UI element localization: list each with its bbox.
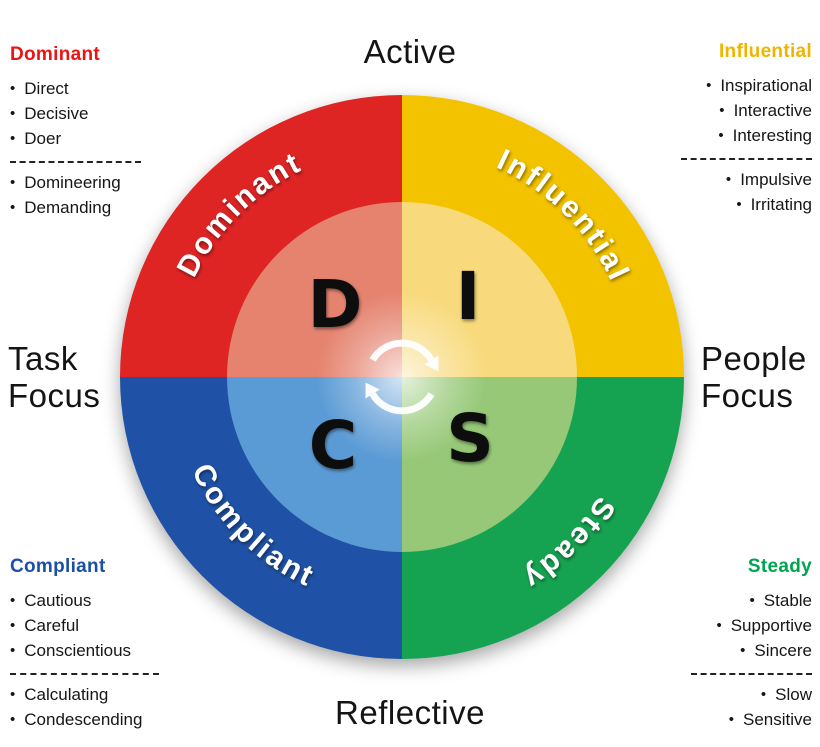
axis-label-active: Active: [363, 33, 457, 70]
axis-label-people-focus-line2: Focus: [701, 377, 794, 414]
trait-item: Doer: [10, 127, 245, 152]
trait-item: Direct: [10, 77, 245, 102]
trait-item: Sincere: [577, 639, 812, 664]
trait-item: Domineering: [10, 171, 245, 196]
axis-label-task: Task: [8, 340, 78, 377]
axis-label-task-focus-line2: Focus: [8, 377, 101, 414]
trait-item: Demanding: [10, 196, 245, 221]
trait-item: Decisive: [10, 102, 245, 127]
trait-item: Cautious: [10, 589, 245, 614]
dashed-divider: [10, 673, 159, 675]
panel-influential-positive-traits: Inspirational Interactive Interesting: [577, 74, 812, 149]
panel-influential-negative-traits: Impulsive Irritating: [577, 168, 812, 218]
letter-i: I: [456, 258, 481, 335]
trait-item: Stable: [577, 589, 812, 614]
panel-influential-title: Influential: [718, 41, 812, 62]
panel-dominant-positive-traits: Direct Decisive Doer: [10, 77, 245, 152]
trait-item: Conscientious: [10, 639, 245, 664]
axis-label-people: People: [701, 340, 807, 377]
panel-steady-positive-traits: Stable Supportive Sincere: [577, 589, 812, 664]
panel-dominant-negative-traits: Domineering Demanding: [10, 171, 245, 221]
axis-label-people-focus: People Focus: [701, 340, 807, 414]
panel-steady: Steady Stable Supportive Sincere Slow Se…: [577, 556, 812, 733]
trait-item: Interesting: [577, 124, 812, 149]
dashed-divider: [681, 158, 812, 160]
axis-label-task-focus: Task Focus: [8, 340, 100, 414]
trait-item: Careful: [10, 614, 245, 639]
panel-compliant-negative-traits: Calculating Condescending: [10, 683, 245, 733]
trait-item: Irritating: [577, 193, 812, 218]
rotate-cycle-icon: [365, 339, 439, 415]
panel-steady-title: Steady: [747, 556, 812, 577]
panel-compliant-positive-traits: Cautious Careful Conscientious: [10, 589, 245, 664]
panel-steady-negative-traits: Slow Sensitive: [577, 683, 812, 733]
trait-item: Inspirational: [577, 74, 812, 99]
letter-s: S: [446, 400, 494, 477]
panel-compliant-title: Compliant: [10, 556, 106, 577]
panel-dominant-title: Dominant: [10, 44, 101, 65]
trait-item: Slow: [577, 683, 812, 708]
trait-item: Supportive: [577, 614, 812, 639]
axis-label-reflective: Reflective: [335, 694, 485, 731]
panel-compliant: Compliant Cautious Careful Conscientious…: [10, 556, 245, 733]
panel-influential: Influential Inspirational Interactive In…: [577, 41, 812, 218]
dashed-divider: [691, 673, 812, 675]
letter-d: D: [308, 266, 363, 343]
trait-item: Impulsive: [577, 168, 812, 193]
panel-dominant: Dominant Direct Decisive Doer Domineerin…: [10, 44, 245, 221]
center-glow: [317, 292, 487, 462]
trait-item: Condescending: [10, 708, 245, 733]
trait-item: Interactive: [577, 99, 812, 124]
dashed-divider: [10, 161, 141, 163]
trait-item: Calculating: [10, 683, 245, 708]
trait-item: Sensitive: [577, 708, 812, 733]
letter-c: C: [309, 407, 357, 484]
disc-wheel: Dominant Influential Steady Compliant D …: [120, 95, 684, 659]
